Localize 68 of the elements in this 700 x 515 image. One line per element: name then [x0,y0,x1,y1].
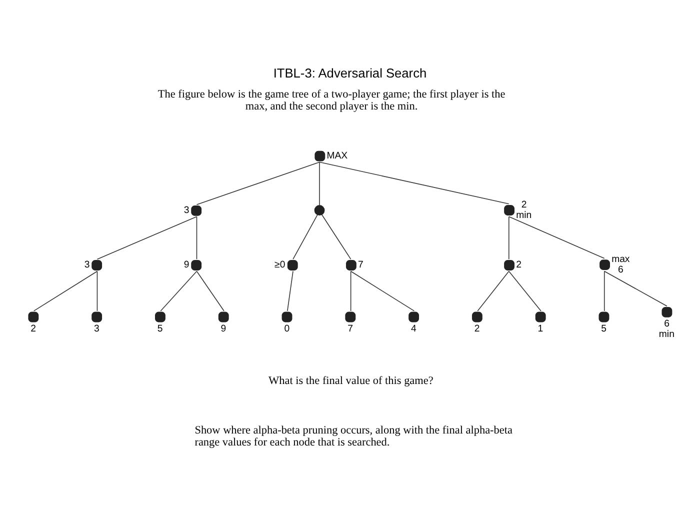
node-label: 7 [358,259,364,270]
node-label: min [658,328,674,340]
connector [508,216,605,258]
connector [33,270,98,311]
node-circle [472,311,482,322]
node-circle [662,306,672,317]
node-label: 2 [516,259,522,270]
node-label: min [516,209,532,220]
node-label: 3 [84,259,90,270]
connector [319,161,510,204]
connector [160,270,198,311]
connector [350,270,352,311]
connector [96,216,198,260]
node-circle [504,260,514,270]
node-label: 5 [601,323,607,334]
connector [477,270,510,311]
connector [196,270,224,311]
node-label: MAX [326,150,348,162]
node-label: 6 [664,318,670,330]
connector [319,161,320,206]
node-label: 3 [94,323,100,334]
node-circle [314,204,325,215]
node-circle [598,311,610,322]
node-circle [191,260,202,270]
connector [604,270,605,311]
connector [508,270,542,311]
label: The figure below is the game tree of a two-player game; the first player is the max, and the second player is the min. [158,88,506,112]
node-circle [218,311,229,322]
connector [321,214,352,260]
connector [292,214,318,260]
node-label: 3 [184,204,190,216]
node-circle [345,311,356,322]
node-circle [92,311,102,322]
node-label: 5 [157,323,163,334]
connector [604,270,668,306]
connector [287,270,294,311]
node-circle [155,311,166,322]
node-circle [28,311,39,322]
node-label: max [612,254,630,265]
connector [196,161,320,205]
node-label: 7 [348,323,353,334]
node-label: 0 [284,323,290,334]
node-label: 2 [521,199,527,210]
connector [508,216,510,260]
diagram-title: ITBL-3: Adversarial Search [273,65,427,80]
node-circle [287,260,298,270]
node-label: 4 [410,323,416,334]
node-circle [535,311,546,322]
connector [350,270,415,311]
node-circle [314,150,326,161]
node-circle [504,204,514,215]
node-circle [92,260,102,270]
node-circle [191,204,202,216]
label: Show where alpha-beta pruning occurs, along with the final alpha-beta range values for each node that is searched. [194,424,512,448]
node-label: 9 [184,259,190,270]
connector [196,216,198,260]
node-label: 6 [618,264,624,276]
node-label: 2 [474,323,480,334]
node-circle [408,311,419,322]
label: What is the final value of this game? [268,374,434,387]
node-label: 1 [538,323,544,334]
node-label: ≥0 [274,259,286,270]
node-circle [600,259,610,270]
node-label: 2 [30,323,36,334]
node-circle [282,311,292,322]
node-label: 9 [220,323,226,334]
connector [96,270,98,311]
node-circle [346,260,356,270]
